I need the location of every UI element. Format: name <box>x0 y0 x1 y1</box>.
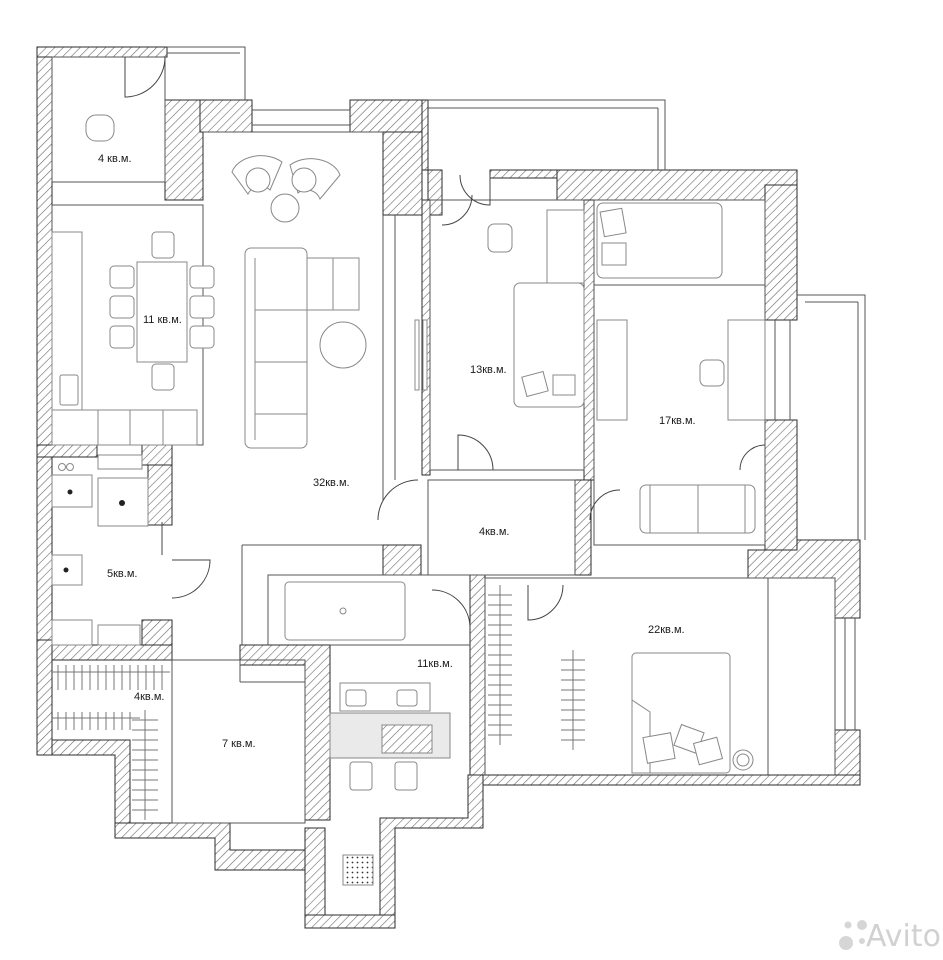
hangers-wardrobe-top <box>52 665 170 690</box>
coffee-side-table <box>270 193 300 223</box>
hangers <box>52 585 585 820</box>
partitions <box>51 46 866 824</box>
room-label-living: 32кв.м. <box>313 477 350 489</box>
hangers-wardrobe-mid <box>52 712 140 730</box>
room-label-dining: 11 кв.м. <box>143 314 182 326</box>
hangers-master-right <box>561 650 585 750</box>
desk-chair <box>487 223 513 253</box>
room-label-bedroom-right: 17кв.м. <box>659 415 696 427</box>
room-label-office: 4 кв.м. <box>98 153 132 165</box>
doors <box>124 56 766 629</box>
kitchen-sink <box>59 374 79 406</box>
desk-17 <box>727 319 766 421</box>
furniture <box>51 114 766 886</box>
hangers-wardrobe-vertical <box>132 710 158 820</box>
kitchen-counter-bottom <box>51 409 198 446</box>
dining-chairs <box>109 231 215 391</box>
room-labels: 4 кв.м. 11 кв.м. 32кв.м. 13кв.м. 17кв.м.… <box>98 153 696 750</box>
watermark-text: Avito <box>866 919 941 954</box>
room-label-bathroom-left: 5кв.м. <box>107 568 137 580</box>
dining-table <box>136 261 188 363</box>
toilet-left <box>51 619 93 646</box>
dresser-17 <box>596 319 628 421</box>
room-label-hall: 7 кв.м. <box>222 738 256 750</box>
bed-17 <box>596 202 723 279</box>
room-label-bathroom-main: 11кв.м. <box>417 658 453 670</box>
office-chair <box>85 114 115 142</box>
room-label-master-bedroom: 22кв.м. <box>648 624 685 636</box>
room-label-bedroom-small: 13кв.м. <box>470 364 507 376</box>
room-label-wardrobe: 4кв.м. <box>134 691 164 703</box>
room-label-corridor: 4кв.м. <box>479 526 509 538</box>
shower-tray <box>342 854 374 886</box>
watermark: Avito <box>839 919 941 954</box>
coffee-table <box>319 321 367 369</box>
hangers-master-left <box>488 585 512 745</box>
sofa <box>244 247 308 449</box>
wardrobe-13 <box>546 209 585 284</box>
avito-logo-icon <box>839 920 867 950</box>
